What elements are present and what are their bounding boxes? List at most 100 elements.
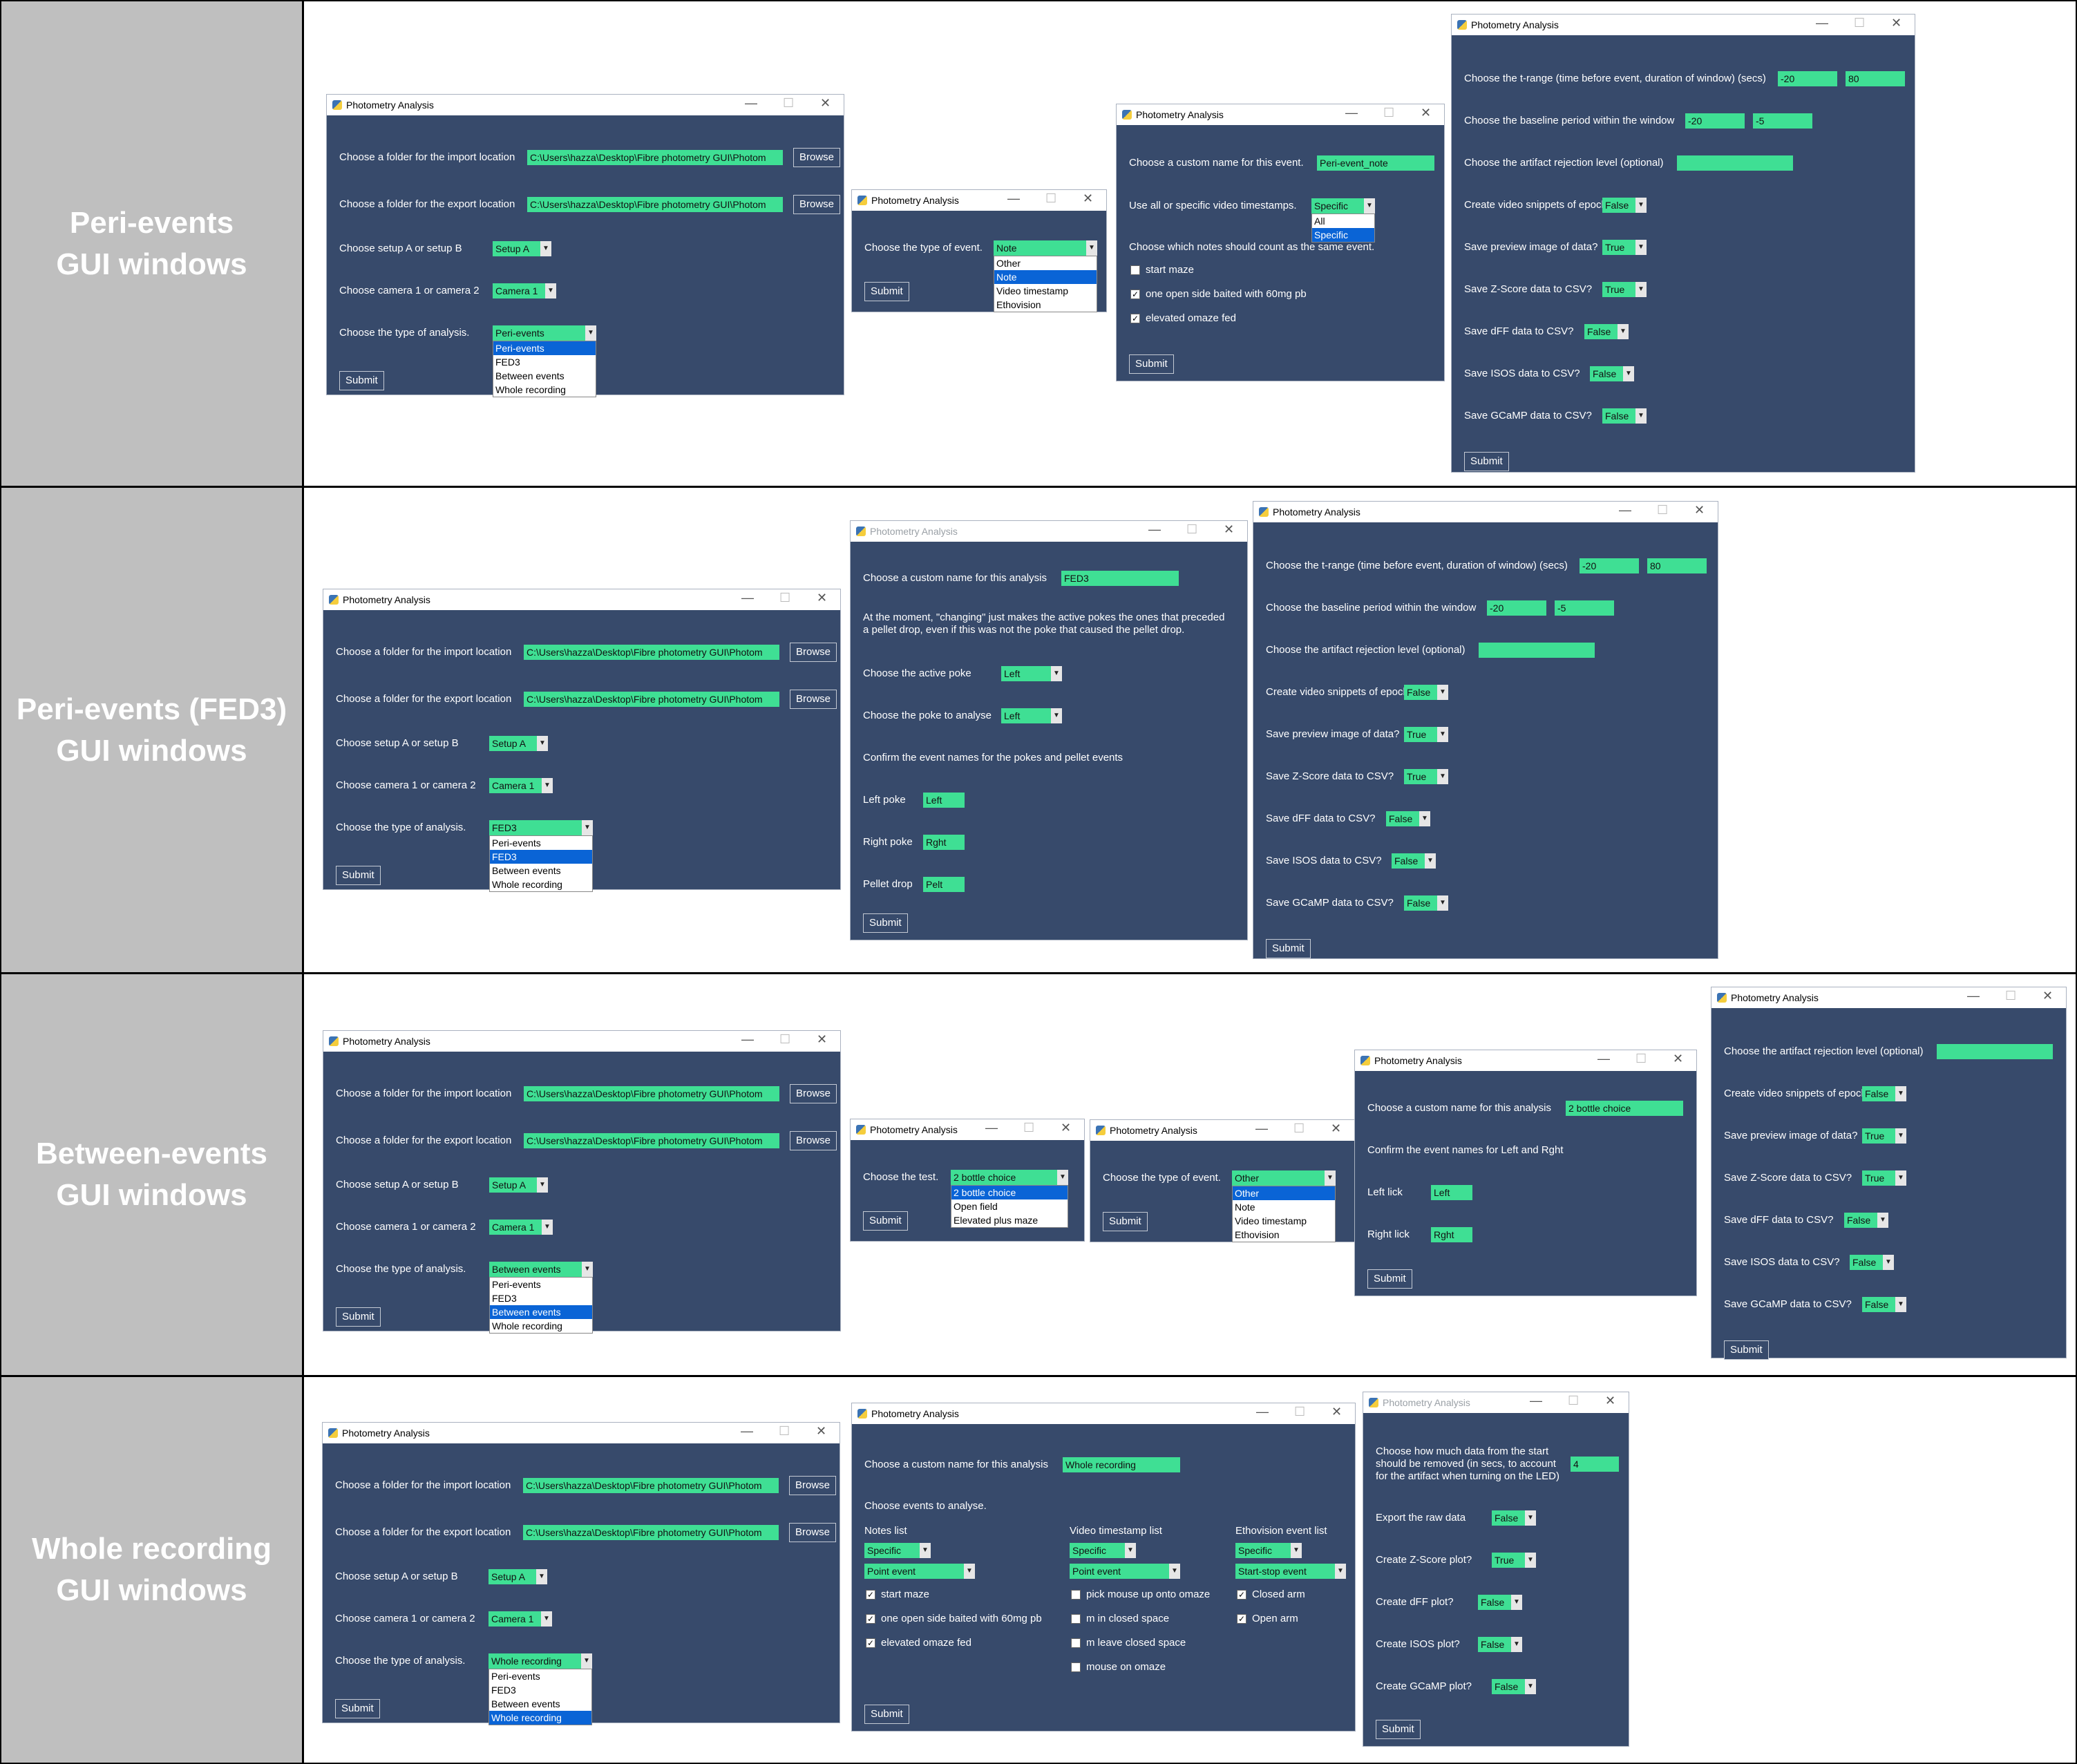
close-icon[interactable]: ✕ xyxy=(1673,1052,1684,1065)
chevron-down-icon[interactable]: ▼ xyxy=(1169,1564,1180,1579)
param-select[interactable]: False▼ xyxy=(1602,408,1647,424)
export-path-input[interactable]: C:\Users\hazza\Desktop\Fibre photometry … xyxy=(527,197,783,212)
chevron-down-icon[interactable]: ▼ xyxy=(536,1569,547,1584)
video-specific-select[interactable]: Specific▼ xyxy=(1070,1543,1136,1558)
submit-button[interactable]: Submit xyxy=(336,1307,381,1327)
trange-duration-input[interactable]: 80 xyxy=(1647,558,1707,573)
custom-name-input[interactable]: 2 bottle choice xyxy=(1566,1101,1683,1116)
maximize-icon[interactable]: ☐ xyxy=(1854,16,1866,30)
dropdown-option[interactable]: Whole recording xyxy=(489,1711,591,1725)
param-select[interactable]: True▼ xyxy=(1602,282,1647,297)
right-poke-input[interactable]: Rght xyxy=(923,835,965,850)
import-path-input[interactable]: C:\Users\hazza\Desktop\Fibre photometry … xyxy=(523,1478,779,1493)
checkbox[interactable] xyxy=(1071,1614,1081,1624)
param-select[interactable]: False▼ xyxy=(1404,685,1448,700)
chevron-down-icon[interactable]: ▼ xyxy=(542,778,553,793)
import-path-input[interactable]: C:\Users\hazza\Desktop\Fibre photometry … xyxy=(527,150,783,165)
minimize-icon[interactable]: — xyxy=(1967,989,1980,1003)
dropdown-option[interactable]: Ethovision xyxy=(996,299,1041,310)
submit-button[interactable]: Submit xyxy=(863,913,908,933)
chevron-down-icon[interactable]: ▼ xyxy=(1895,1297,1906,1312)
baseline-end-input[interactable]: -5 xyxy=(1555,600,1614,616)
minimize-icon[interactable]: — xyxy=(1256,1405,1269,1419)
custom-name-input[interactable]: Peri-event_note xyxy=(1317,155,1434,171)
baseline-start-input[interactable]: -20 xyxy=(1487,600,1546,616)
chevron-down-icon[interactable]: ▼ xyxy=(537,736,548,751)
video-event-type-select[interactable]: Point event▼ xyxy=(1070,1564,1180,1579)
close-icon[interactable]: ✕ xyxy=(1083,191,1094,205)
export-path-input[interactable]: C:\Users\hazza\Desktop\Fibre photometry … xyxy=(524,1133,779,1148)
submit-button[interactable]: Submit xyxy=(1376,1720,1421,1739)
dropdown-option[interactable]: Other xyxy=(996,258,1021,269)
chevron-down-icon[interactable]: ▼ xyxy=(1125,1543,1136,1558)
minimize-icon[interactable]: — xyxy=(1345,106,1358,120)
minimize-icon[interactable]: — xyxy=(1007,191,1020,205)
checkbox[interactable] xyxy=(1071,1638,1081,1648)
chevron-down-icon[interactable]: ▼ xyxy=(1877,1213,1888,1228)
chevron-down-icon[interactable]: ▼ xyxy=(542,1220,553,1235)
minimize-icon[interactable]: — xyxy=(741,591,754,605)
setup-select[interactable]: Setup A▼ xyxy=(489,736,548,751)
close-icon[interactable]: ✕ xyxy=(1694,503,1705,517)
close-icon[interactable]: ✕ xyxy=(1331,1121,1342,1135)
trange-duration-input[interactable]: 80 xyxy=(1846,71,1905,86)
param-select[interactable]: False▼ xyxy=(1404,895,1448,911)
dropdown-option[interactable]: Between events xyxy=(490,1305,592,1319)
dropdown-option[interactable]: Between events xyxy=(491,1698,560,1709)
chevron-down-icon[interactable]: ▼ xyxy=(1895,1170,1906,1186)
left-lick-input[interactable]: Left xyxy=(1431,1185,1472,1200)
camera-select[interactable]: Camera 1▼ xyxy=(489,1611,552,1627)
dropdown-option[interactable]: 2 bottle choice xyxy=(951,1186,1068,1199)
close-icon[interactable]: ✕ xyxy=(820,96,831,110)
param-select[interactable]: True▼ xyxy=(1404,727,1448,742)
custom-name-input[interactable]: FED3 xyxy=(1061,571,1179,586)
dropdown-option[interactable]: Between events xyxy=(495,370,565,381)
checkbox[interactable]: ✓ xyxy=(1130,314,1140,323)
dropdown-option[interactable]: Peri-events xyxy=(492,1279,541,1290)
plot-select[interactable]: False▼ xyxy=(1492,1510,1536,1526)
maximize-icon[interactable]: ☐ xyxy=(1657,503,1669,517)
dropdown-option[interactable]: FED3 xyxy=(492,1293,517,1304)
browse-button[interactable]: Browse xyxy=(790,643,837,662)
submit-button[interactable]: Submit xyxy=(864,1705,909,1724)
test-select[interactable]: 2 bottle choice▼ xyxy=(951,1170,1068,1185)
chevron-down-icon[interactable]: ▼ xyxy=(545,283,556,298)
dropdown-option[interactable]: Whole recording xyxy=(492,879,562,890)
browse-button[interactable]: Browse xyxy=(790,690,837,709)
minimize-icon[interactable]: — xyxy=(745,96,757,110)
dropdown-option[interactable]: Ethovision xyxy=(1235,1229,1280,1240)
plot-select[interactable]: True▼ xyxy=(1492,1553,1536,1568)
trange-start-input[interactable]: -20 xyxy=(1580,558,1639,573)
chevron-down-icon[interactable]: ▼ xyxy=(1525,1510,1536,1526)
close-icon[interactable]: ✕ xyxy=(2042,989,2054,1003)
dropdown-option[interactable]: Elevated plus maze xyxy=(954,1215,1038,1226)
artifact-input[interactable] xyxy=(1937,1044,2053,1059)
maximize-icon[interactable]: ☐ xyxy=(1293,1121,1305,1135)
param-select[interactable]: True▼ xyxy=(1862,1170,1906,1186)
plot-select[interactable]: False▼ xyxy=(1478,1637,1522,1652)
minimize-icon[interactable]: — xyxy=(741,1424,753,1438)
checkbox[interactable] xyxy=(1071,1662,1081,1672)
minimize-icon[interactable]: — xyxy=(985,1121,998,1135)
minimize-icon[interactable]: — xyxy=(1255,1121,1268,1135)
chevron-down-icon[interactable]: ▼ xyxy=(1618,324,1629,339)
dropdown-option[interactable]: Specific xyxy=(1312,228,1374,242)
close-icon[interactable]: ✕ xyxy=(817,1032,828,1046)
chevron-down-icon[interactable]: ▼ xyxy=(582,820,593,835)
chevron-down-icon[interactable]: ▼ xyxy=(1335,1564,1346,1579)
active-poke-select[interactable]: Left▼ xyxy=(1001,666,1062,681)
left-poke-input[interactable]: Left xyxy=(923,793,965,808)
submit-button[interactable]: Submit xyxy=(1266,939,1311,958)
close-icon[interactable]: ✕ xyxy=(1224,522,1235,536)
browse-button[interactable]: Browse xyxy=(789,1523,837,1542)
chevron-down-icon[interactable]: ▼ xyxy=(581,1653,592,1669)
baseline-end-input[interactable]: -5 xyxy=(1753,113,1812,129)
etho-specific-select[interactable]: Specific▼ xyxy=(1235,1543,1302,1558)
chevron-down-icon[interactable]: ▼ xyxy=(1051,708,1062,723)
checkbox[interactable]: ✓ xyxy=(866,1638,875,1648)
